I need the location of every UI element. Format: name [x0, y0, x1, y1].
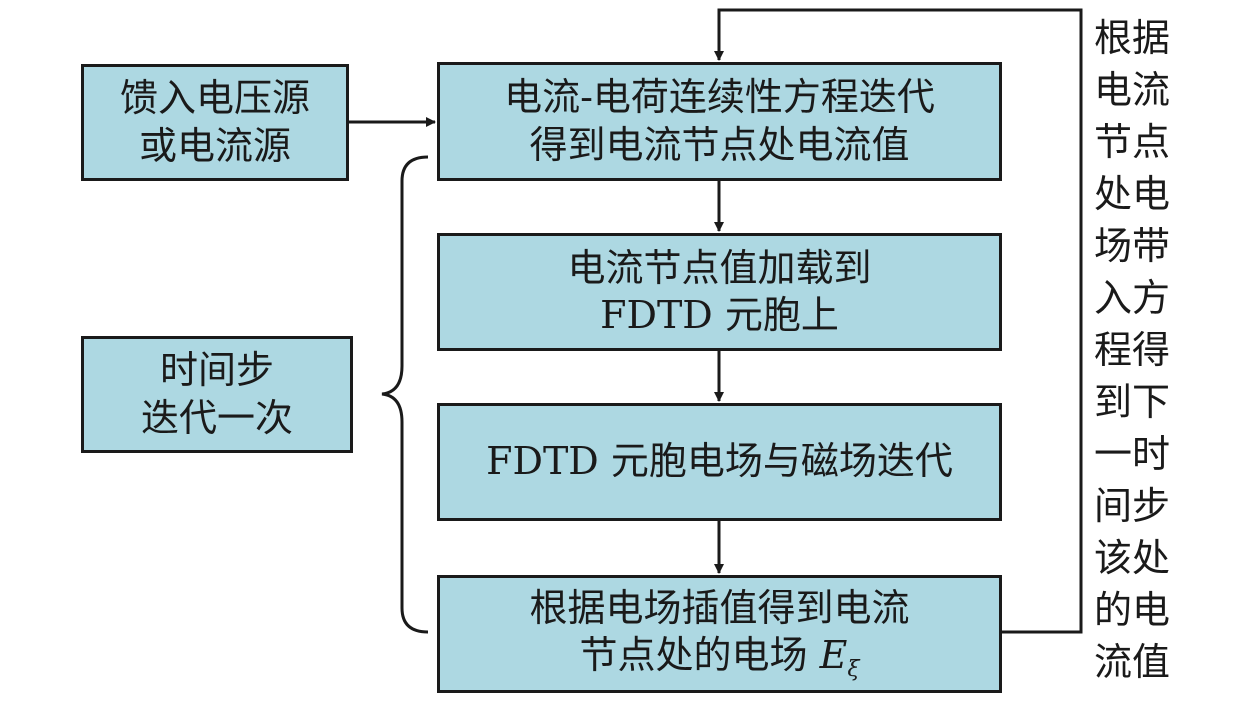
step2-line1: 电流节点值加载到 [567, 245, 872, 290]
feedback-label-line: 根据 [1094, 16, 1171, 60]
feedback-label-line: 的电 [1094, 588, 1171, 632]
electric-field-subscript: ξ [847, 657, 860, 682]
feedback-label-line: 到下 [1094, 380, 1171, 424]
step2-box: 电流节点值加载到 FDTD 元胞上 [437, 233, 1002, 351]
step1-line1: 电流-电荷连续性方程迭代 [504, 75, 935, 119]
step1-box: 电流-电荷连续性方程迭代 得到电流节点处电流值 [437, 62, 1002, 181]
loop-box-line1: 时间步 [159, 348, 274, 392]
feedback-label-line: 节点 [1094, 120, 1171, 164]
feedback-label-line: 程得 [1094, 328, 1171, 372]
loop-box: 时间步 迭代一次 [81, 336, 353, 453]
step4-line1: 根据电场插值得到电流 [529, 585, 910, 630]
source-box-line1: 馈入电压源 [119, 76, 310, 120]
step4-line2: 节点处的电场 Eξ [580, 632, 860, 684]
loop-brace [381, 155, 429, 634]
loop-box-line2: 迭代一次 [140, 395, 293, 440]
step4-box: 根据电场插值得到电流 节点处的电场 Eξ [437, 575, 1002, 693]
feedback-label-line: 场带 [1094, 224, 1171, 268]
step3-line1: FDTD 元胞电场与磁场迭代 [486, 439, 953, 484]
feedback-label-line: 该处 [1094, 536, 1171, 580]
feedback-label: 根据 电流 节点 处电 场带 入方 程得 到下 一时 间步 该处 的电 流值 [1094, 12, 1190, 688]
step3-box: FDTD 元胞电场与磁场迭代 [437, 403, 1002, 521]
feedback-loop-arrow [714, 8, 1083, 634]
source-box: 馈入电压源 或电流源 [81, 64, 349, 181]
feedback-label-line: 处电 [1094, 172, 1171, 216]
step4-line2-text: 节点处的电场 [579, 633, 820, 677]
feedback-label-line: 间步 [1094, 484, 1171, 528]
electric-field-symbol: E [819, 633, 848, 677]
source-box-line2: 或电流源 [138, 123, 291, 168]
feedback-label-line: 电流 [1094, 68, 1171, 112]
feedback-label-line: 入方 [1094, 276, 1171, 320]
step2-line2: FDTD 元胞上 [600, 293, 839, 337]
feedback-label-line: 流值 [1094, 640, 1171, 684]
feedback-label-line: 一时 [1094, 432, 1171, 476]
step1-line2: 得到电流节点处电流值 [529, 122, 910, 167]
